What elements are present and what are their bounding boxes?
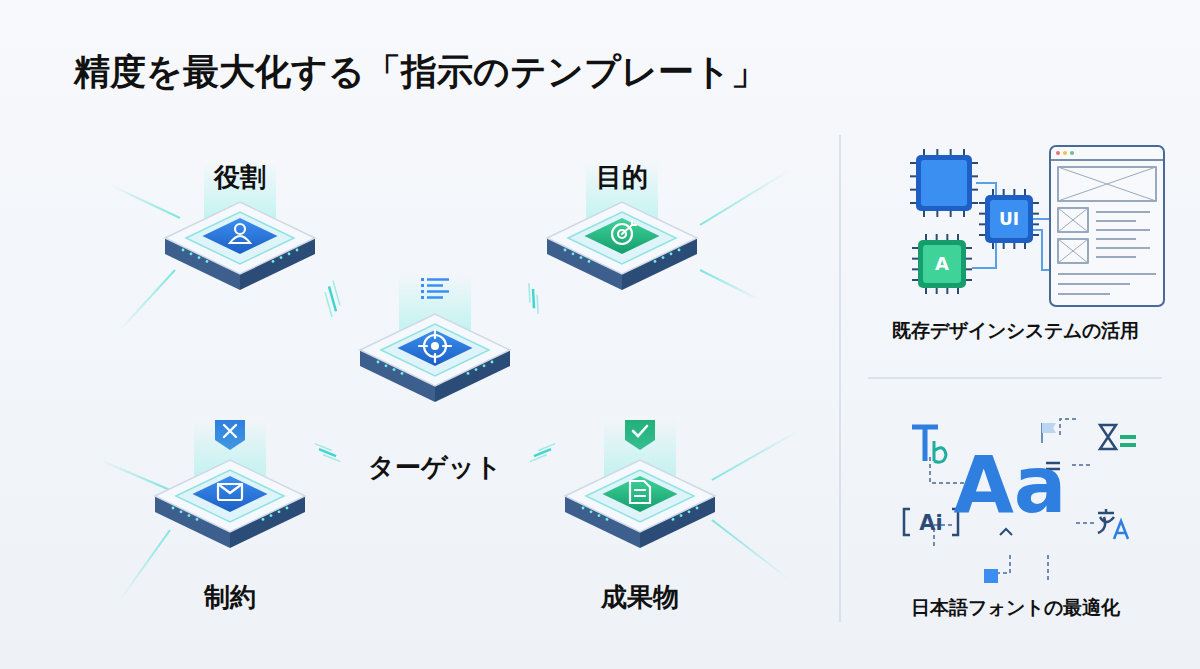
icon-glyph: A xyxy=(935,255,949,273)
platform-node: 目的 xyxy=(533,160,711,290)
platform-node: 制約 xyxy=(141,418,319,618)
icon-glyph: UI xyxy=(999,211,1019,228)
platform-node: 役割 xyxy=(151,160,329,290)
circuit-connector xyxy=(315,444,341,462)
title: 精度を最大化する「指示のテンプレート」 xyxy=(0,48,840,97)
glow-lines xyxy=(100,170,800,600)
node-label: 成果物 xyxy=(551,580,729,615)
divider xyxy=(839,135,841,622)
circuit-connector xyxy=(325,281,340,317)
divider xyxy=(868,377,1162,379)
icon-glyph: Aa xyxy=(953,446,1066,524)
circuit-connector xyxy=(530,444,556,462)
feature-panel: 既存デザインシステムの活用 xyxy=(856,140,1174,348)
node-label: 制約 xyxy=(141,580,319,615)
node-label: 既存デザインシステムの活用 xyxy=(856,318,1174,344)
icon-glyph: Ai xyxy=(919,513,942,534)
circuit-connector xyxy=(529,283,538,314)
node-label: ターゲット xyxy=(336,450,534,485)
node-label: 日本語フォントの最適化 xyxy=(856,595,1174,621)
platform-node: 成果物 xyxy=(551,418,729,618)
node-label: 目的 xyxy=(533,160,711,195)
illustration xyxy=(856,140,1174,348)
platform-node: ターゲット xyxy=(336,272,534,487)
node-label: 役割 xyxy=(151,160,329,195)
